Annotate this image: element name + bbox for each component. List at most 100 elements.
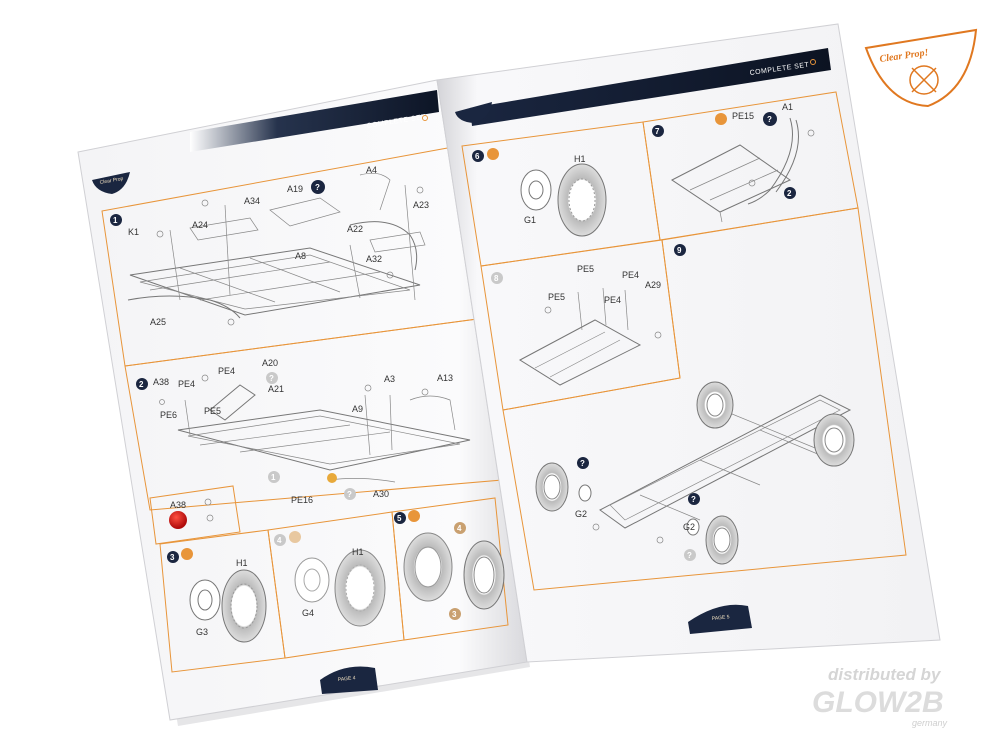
- question-icon: [577, 457, 589, 469]
- label-pe4-b-r: PE4: [604, 295, 621, 305]
- left-header-bar: [190, 90, 439, 152]
- left-page-number: PAGE 4: [338, 675, 356, 683]
- step-5-badge-3: [449, 608, 461, 620]
- step-4-wheel-drawing: [294, 549, 386, 627]
- label-a19: A19: [287, 184, 303, 194]
- label-g2-a: G2: [575, 509, 587, 519]
- watermark-line1: distributed by: [828, 665, 942, 684]
- step-3-badge: [167, 551, 179, 563]
- step-6-number: 6: [475, 152, 480, 161]
- label-substep-2: 2: [787, 189, 792, 198]
- step-2-detail-box: [149, 485, 241, 545]
- small-logo-icon: Clear Prop: [92, 172, 130, 194]
- label-g4: G4: [302, 608, 314, 618]
- right-page-number: PAGE 5: [712, 614, 730, 622]
- step-9-number: 9: [677, 246, 682, 255]
- label-s5-4: 4: [457, 524, 462, 533]
- step-9-box: [502, 207, 907, 591]
- question-icon: [684, 549, 696, 561]
- label-a21: A21: [268, 384, 284, 394]
- label-a38: A38: [153, 377, 169, 387]
- clear-prop-logo: Clear Prop!: [864, 28, 978, 108]
- step-2-badge: [136, 378, 148, 390]
- label-h1-s4: H1: [352, 547, 364, 557]
- label-a22: A22: [347, 224, 363, 234]
- right-header-bar: [470, 48, 831, 126]
- label-a1: A1: [782, 102, 793, 112]
- right-page-tab: [688, 604, 752, 634]
- step-1-badge: [110, 214, 122, 226]
- label-pe5-b: PE5: [577, 264, 594, 274]
- label-a8: A8: [295, 251, 306, 261]
- label-pe4-b: PE4: [218, 366, 235, 376]
- label-pe4-a-r: PE4: [622, 270, 639, 280]
- question-icon: [763, 112, 777, 126]
- step-5-number: 5: [397, 514, 402, 523]
- label-a13: A13: [437, 373, 453, 383]
- label-pe15: PE15: [732, 111, 754, 121]
- svg-text:?: ?: [315, 183, 320, 192]
- step-8-frame-drawing: [519, 287, 662, 386]
- label-a29: A29: [645, 280, 661, 290]
- label-a30: A30: [373, 489, 389, 499]
- step-5-wheel-drawing: [403, 532, 505, 610]
- paint-icon: [715, 113, 727, 125]
- question-icon: [266, 372, 278, 384]
- distributor-watermark: distributed by GLOW2B germany: [812, 665, 948, 728]
- header-bullet-icon: [422, 115, 428, 121]
- label-pe5: PE5: [204, 406, 221, 416]
- question-icon: [311, 180, 325, 194]
- step-2-number: 2: [139, 380, 144, 389]
- paint-icon: [181, 548, 193, 560]
- label-a32: A32: [366, 254, 382, 264]
- label-substep-1: 1: [271, 473, 276, 482]
- step-3-wheel-drawing: [189, 569, 267, 643]
- label-pe16: PE16: [291, 495, 313, 505]
- paint-icon: [289, 531, 301, 543]
- svg-text:?: ?: [347, 490, 352, 499]
- step-7-number: 7: [655, 127, 660, 136]
- paint-icon: [408, 510, 420, 522]
- label-h1-s6: H1: [574, 154, 586, 164]
- question-icon: [344, 488, 356, 500]
- question-icon: [688, 493, 700, 505]
- step-7-frame-drawing: [671, 117, 815, 223]
- step-6-wheel-drawing: [520, 163, 607, 237]
- step-9-badge: [674, 244, 686, 256]
- label-a24: A24: [192, 220, 208, 230]
- label-pe4-a: PE4: [178, 379, 195, 389]
- label-a3: A3: [384, 374, 395, 384]
- step-2-chassis-drawing: [159, 374, 471, 483]
- step-1-number: 1: [113, 216, 118, 225]
- step-4-badge: [274, 534, 286, 546]
- watermark-line3: germany: [912, 718, 948, 728]
- step-5-box: [391, 497, 509, 641]
- svg-text:?: ?: [691, 495, 696, 504]
- label-a38-detail: A38: [170, 500, 186, 510]
- svg-text:?: ?: [269, 374, 274, 383]
- label-k1: K1: [128, 227, 139, 237]
- label-g1: G1: [524, 215, 536, 225]
- label-a25: A25: [150, 317, 166, 327]
- svg-text:?: ?: [687, 551, 692, 560]
- label-a9: A9: [352, 404, 363, 414]
- step-1-chassis-drawing: [127, 173, 426, 326]
- label-h1-s3: H1: [236, 558, 248, 568]
- label-pe5-a: PE5: [548, 292, 565, 302]
- label-g3: G3: [196, 627, 208, 637]
- step-7-badge: [652, 125, 664, 137]
- step-5-badge: [394, 512, 406, 524]
- label-g2-b: G2: [683, 522, 695, 532]
- small-logo-icon: [455, 102, 492, 123]
- label-a20: A20: [262, 358, 278, 368]
- label-a4: A4: [366, 165, 377, 175]
- step-8-number: 8: [494, 274, 499, 283]
- photo-etch-icon: [327, 473, 337, 483]
- svg-text:?: ?: [767, 115, 772, 124]
- sub-step-badge: [268, 471, 280, 483]
- paint-icon: [487, 148, 499, 160]
- label-s5-3: 3: [452, 610, 457, 619]
- left-page: COMPLETE SET Clear Prop 1: [77, 79, 528, 721]
- label-a34: A34: [244, 196, 260, 206]
